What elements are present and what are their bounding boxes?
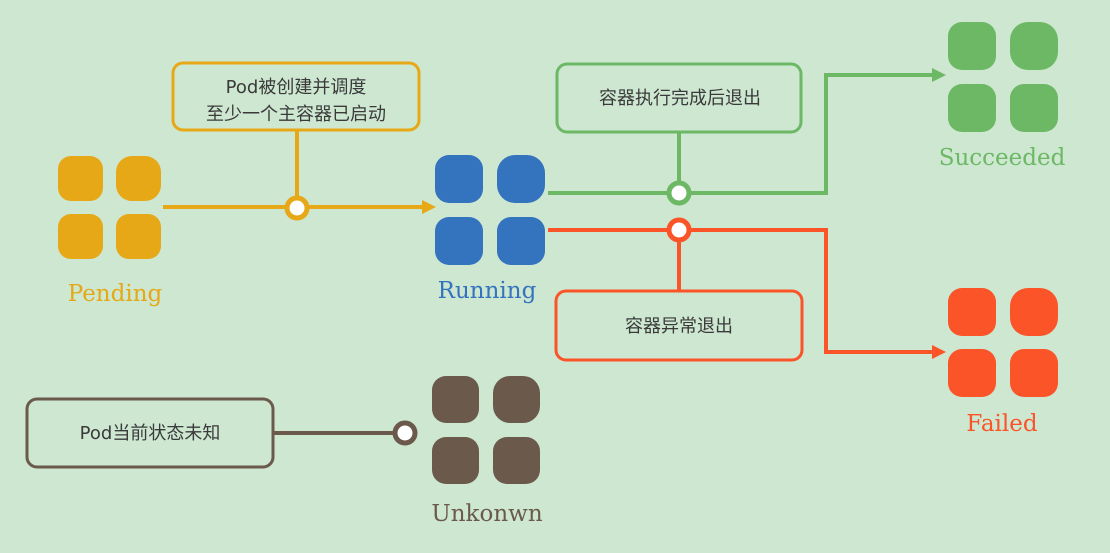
unknown-note-text: Pod当前状态未知 xyxy=(80,423,221,444)
succeeded-label: Succeeded xyxy=(939,145,1066,171)
pending-label: Pending xyxy=(68,281,163,307)
created-note-line-1: Pod被创建并调度 xyxy=(226,77,367,98)
unknown-state-icon xyxy=(432,376,540,484)
unknown-label: Unkonwn xyxy=(431,501,542,527)
running-label: Running xyxy=(438,278,537,304)
error-note: 容器异常退出 xyxy=(554,289,804,362)
completed-note: 容器执行完成后退出 xyxy=(555,62,803,134)
succeeded-state-icon xyxy=(948,22,1058,132)
running-state-icon xyxy=(435,155,545,265)
error-note-text: 容器异常退出 xyxy=(625,316,733,337)
unknown-node-icon xyxy=(392,420,418,446)
completed-note-text: 容器执行完成后退出 xyxy=(599,88,761,109)
completed-node-icon xyxy=(666,180,692,206)
arrowhead-icon xyxy=(422,200,436,214)
created-node-icon xyxy=(284,195,310,221)
error-node-icon xyxy=(666,217,692,243)
arrowhead-icon xyxy=(932,345,946,359)
unknown-note: Pod当前状态未知 xyxy=(25,397,275,469)
created-note: Pod被创建并调度 至少一个主容器已启动 xyxy=(171,61,421,132)
arrowhead-icon xyxy=(932,68,946,82)
created-note-line-2: 至少一个主容器已启动 xyxy=(206,104,386,125)
failed-label: Failed xyxy=(966,411,1037,437)
pending-state-icon xyxy=(58,156,161,259)
failed-state-icon xyxy=(948,288,1058,397)
